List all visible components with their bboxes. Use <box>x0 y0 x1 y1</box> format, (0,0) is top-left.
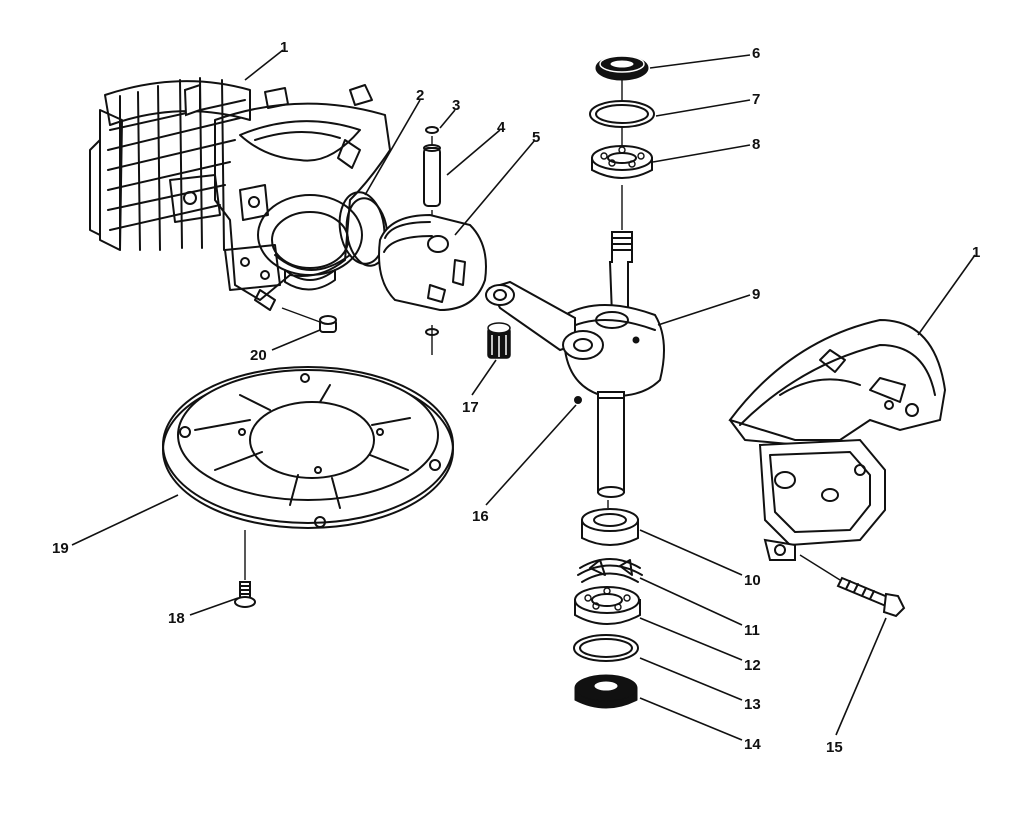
callout-19: 19 <box>52 540 69 557</box>
callout-10: 10 <box>744 572 761 589</box>
callout-7: 7 <box>752 91 760 108</box>
callout-3: 3 <box>452 97 460 114</box>
base-screw-part <box>234 581 256 608</box>
small-ball-part <box>574 396 582 404</box>
callout-13: 13 <box>744 696 761 713</box>
connecting-rod-part <box>485 280 604 360</box>
crankshaft-part <box>564 231 665 498</box>
callout-1-right: 1 <box>972 244 980 261</box>
callout-11: 11 <box>744 622 760 639</box>
callout-15: 15 <box>826 739 843 756</box>
callout-8: 8 <box>752 136 760 153</box>
callout-20: 20 <box>250 347 267 364</box>
leader-lines <box>71 49 976 741</box>
callout-17: 17 <box>462 399 479 416</box>
crankcase-cover-part <box>728 318 947 581</box>
upper-ball-bearing-part <box>591 80 653 230</box>
callout-18: 18 <box>168 610 185 627</box>
callout-labels: 1 2 3 4 5 6 7 8 9 1 10 11 12 13 14 15 16… <box>52 39 980 756</box>
callout-9: 9 <box>752 286 760 303</box>
upper-oil-seal-part <box>595 55 649 81</box>
base-plate-part <box>162 366 454 580</box>
callout-5: 5 <box>532 129 540 146</box>
needle-bearing-part <box>487 322 511 359</box>
callout-16: 16 <box>472 508 489 525</box>
dowel-pin-part <box>281 307 337 333</box>
piston-part <box>378 213 487 312</box>
callout-1-left: 1 <box>280 39 288 56</box>
wrist-pin-retainer-part <box>425 126 439 355</box>
upper-retaining-ring-part <box>589 100 655 128</box>
callout-12: 12 <box>744 657 761 674</box>
callout-6: 6 <box>752 45 760 62</box>
cylinder-block-part <box>89 77 391 311</box>
callout-14: 14 <box>744 736 761 753</box>
callout-4: 4 <box>497 119 506 136</box>
lower-bearing-stack <box>573 500 643 709</box>
callout-2: 2 <box>416 87 424 104</box>
cover-bolt-part <box>836 576 906 618</box>
